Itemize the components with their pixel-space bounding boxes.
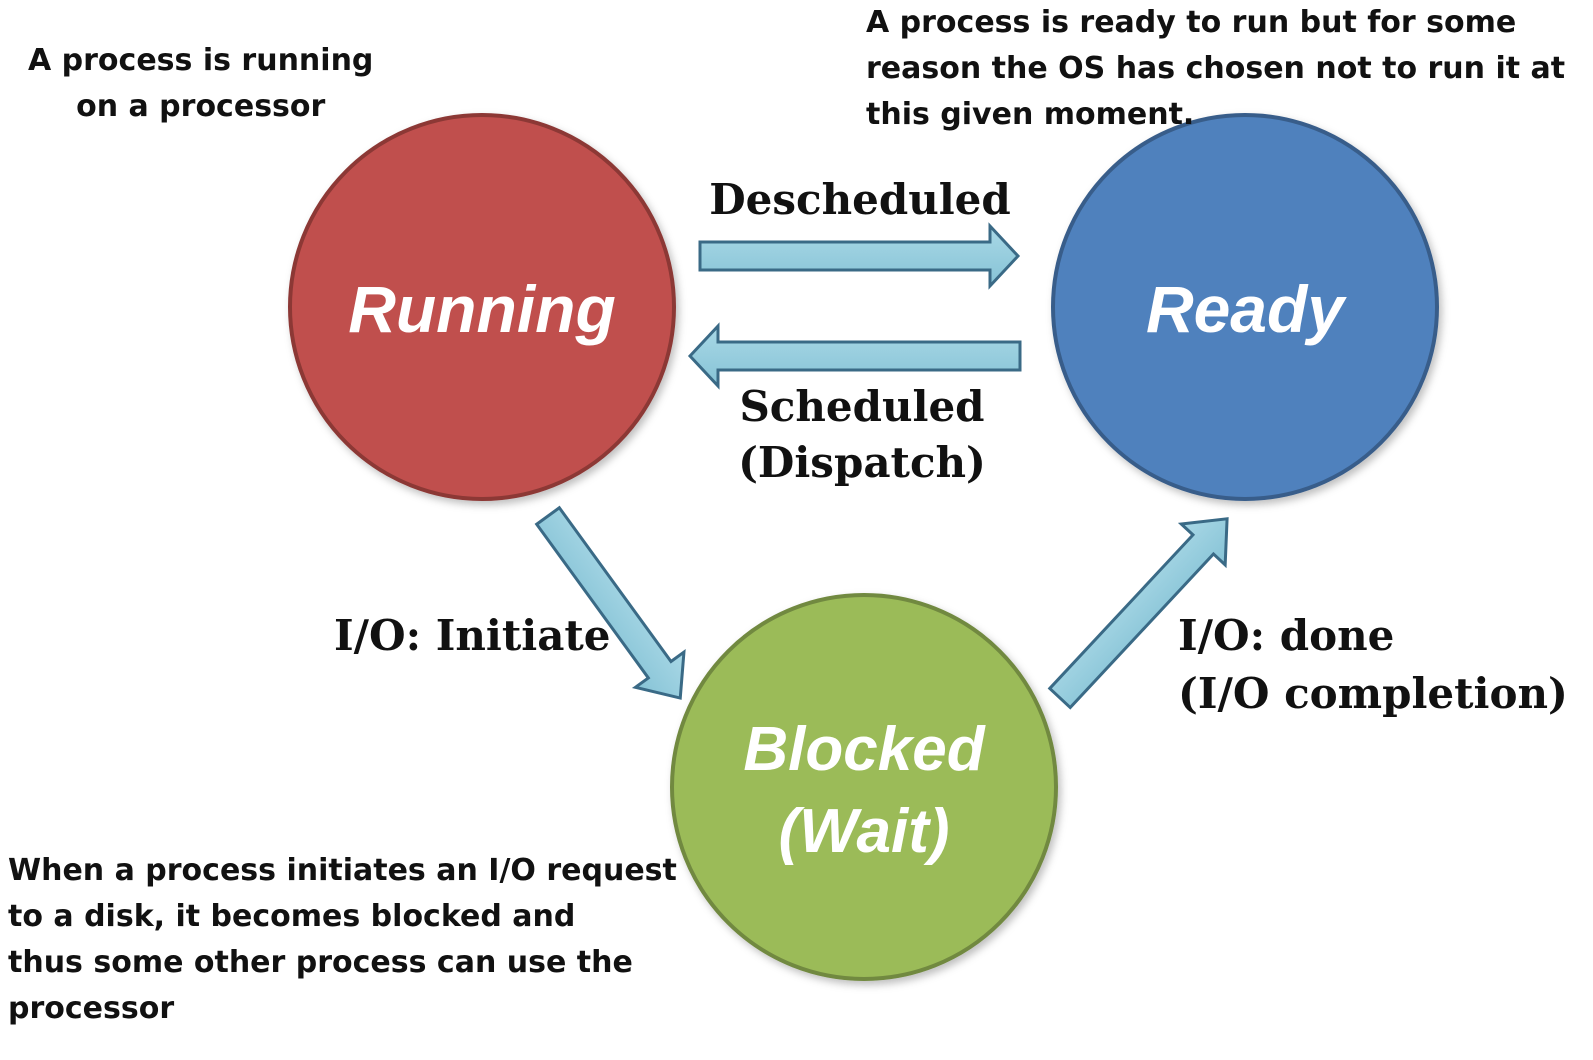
io-done-arrow xyxy=(1047,517,1229,710)
running-note: A process is running on a processor xyxy=(28,38,373,130)
ready-note-line: A process is ready to run but for some xyxy=(866,5,1517,40)
scheduled-arrow xyxy=(687,322,1022,390)
io-done-label-line2: (I/O completion) xyxy=(1178,669,1568,718)
running-label: Running xyxy=(348,272,616,346)
blocked-note-line: thus some other process can use the xyxy=(8,945,633,980)
ready-circle xyxy=(1051,113,1439,501)
blocked-note-line: to a disk, it becomes blocked and xyxy=(8,899,576,934)
blocked-note: When a process initiates an I/O request … xyxy=(8,848,677,1032)
blocked-note-line: When a process initiates an I/O request xyxy=(8,853,677,888)
blocked-label-line2: (Wait) xyxy=(778,797,949,866)
scheduled-label-line2: (Dispatch) xyxy=(738,438,986,487)
scheduled-label-line1: Scheduled xyxy=(739,382,984,431)
io-initiate-label: I/O: Initiate xyxy=(334,611,611,660)
state-blocked xyxy=(670,593,1058,981)
io-initiate-arrow xyxy=(534,505,686,700)
ready-note: A process is ready to run but for some r… xyxy=(866,0,1565,138)
state-running xyxy=(288,113,676,501)
blocked-circle xyxy=(670,593,1058,981)
running-note-line: on a processor xyxy=(76,89,326,124)
descheduled-arrow xyxy=(698,222,1021,290)
blocked-label-line1: Blocked xyxy=(743,715,985,784)
descheduled-label: Descheduled xyxy=(709,175,1011,224)
ready-note-line: reason the OS has chosen not to run it a… xyxy=(866,51,1566,86)
io-done-label-line1: I/O: done xyxy=(1178,611,1394,660)
state-ready xyxy=(1051,113,1439,501)
running-note-line: A process is running xyxy=(28,43,374,78)
ready-label: Ready xyxy=(1146,272,1347,346)
blocked-note-line: processor xyxy=(8,991,175,1026)
ready-note-line: this given moment. xyxy=(866,97,1195,132)
running-circle xyxy=(288,113,676,501)
